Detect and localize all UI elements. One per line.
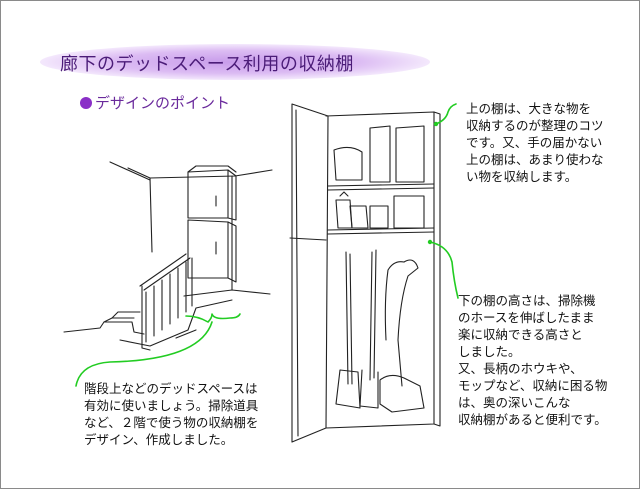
leader-lines (76, 104, 458, 386)
note-line: 収納するのが整理のコツ (466, 117, 604, 134)
note-line: 楽に収納できる高さと (458, 326, 607, 343)
note-line: など、２階で使う物の収納棚を (84, 414, 258, 431)
note-line: い物を収納します。 (466, 168, 604, 185)
note-line: 又、長柄のホウキや、 (458, 360, 607, 377)
note-line: 上の棚は、あまり使わな (466, 151, 604, 168)
note-line: しました。 (458, 343, 607, 360)
note-line: 上の棚は、大きな物を (466, 100, 604, 117)
note-stairs: 階段上などのデッドスペースは 有効に使いましょう。掃除道具 など、２階で使う物の… (84, 380, 258, 448)
note-lower-shelf: 下の棚の高さは、掃除機 のホースを伸ばしたまま 楽に収納できる高さと しました。… (458, 292, 607, 428)
leader-dots (428, 122, 438, 244)
note-line: 収納棚があると便利です。 (458, 411, 607, 428)
note-line: 階段上などのデッドスペースは (84, 380, 258, 397)
storage-shelf-sketch (290, 104, 440, 442)
note-line: のホースを伸ばしたまま (458, 309, 607, 326)
note-line: です。又、手の届かない (466, 134, 604, 151)
note-line: モップなど、収納に困る物 (458, 377, 607, 394)
note-line: は、奥の深いこんな (458, 394, 607, 411)
note-line: 下の棚の高さは、掃除機 (458, 292, 607, 309)
note-upper-shelf: 上の棚は、大きな物を 収納するのが整理のコツ です。又、手の届かない 上の棚は、… (466, 100, 604, 185)
stairwell-sketch (64, 162, 272, 350)
note-line: 有効に使いましょう。掃除道具 (84, 397, 258, 414)
note-line: デザイン、作成しました。 (84, 431, 258, 448)
